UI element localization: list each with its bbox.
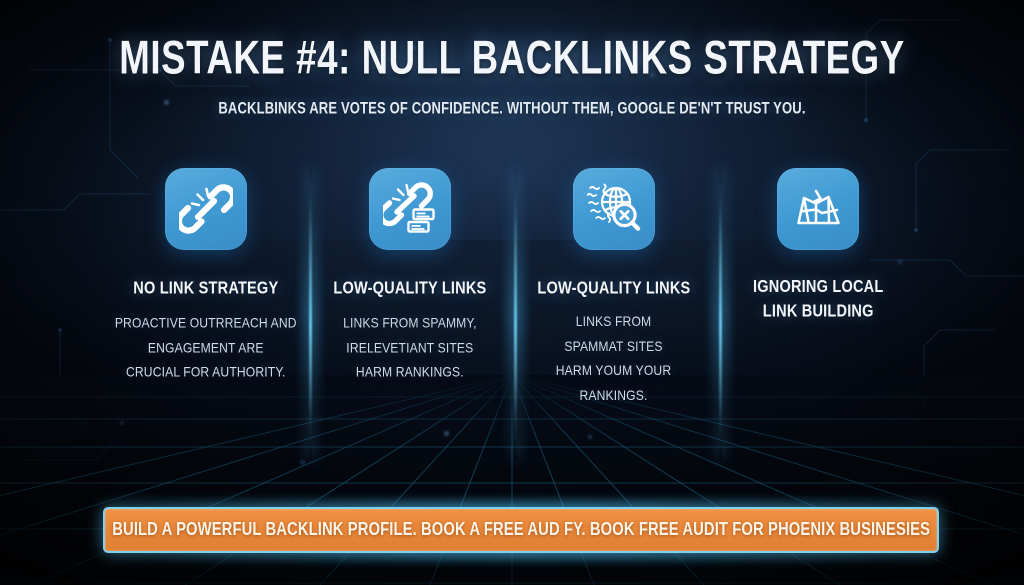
broken-chain-documents-icon (369, 168, 451, 250)
globe-magnifier-x-icon (573, 168, 655, 250)
column-divider-2 (514, 168, 517, 460)
column-body: PROACTIVE OUTRREACH AND ENGAGEMENT ARE C… (115, 315, 297, 381)
column-ignoring-local-link-building: IGNORING LOCAL LINK BUILDING (716, 168, 920, 458)
cta-button[interactable]: BUILD A POWERFUL BACKLINK PROFILE. BOOK … (103, 507, 939, 553)
mistake-columns: NO LINK STRATEGY PROACTIVE OUTRREACH AND… (104, 168, 920, 458)
cta-label: BUILD A POWERFUL BACKLINK PROFILE. BOOK … (112, 519, 930, 540)
column-title: LOW-QUALITY LINKS (333, 278, 487, 299)
page-title: MISTAKE #4: NULL BACKLINKS STRATEGY (119, 32, 905, 85)
column-title: NO LINK STRATEGY (133, 278, 279, 299)
broken-chain-link-icon (165, 168, 247, 250)
column-body: LINKS FROM SPAMMY, IRELEVETIANT SITES HA… (343, 315, 477, 381)
column-no-link-strategy: NO LINK STRATEGY PROACTIVE OUTRREACH AND… (104, 168, 308, 458)
column-divider-3 (719, 168, 722, 460)
cta-banner-wrapper: BUILD A POWERFUL BACKLINK PROFILE. BOOK … (97, 500, 945, 561)
column-divider-1 (309, 168, 312, 460)
folded-map-icon (777, 168, 859, 250)
column-title: IGNORING LOCAL LINK BUILDING (752, 276, 884, 322)
column-body: LINKS FROM SPAMMAT SITES HARM YOUM YOUR … (556, 313, 672, 404)
column-low-quality-links-b: LOW-QUALITY LINKS LINKS FROM SPAMMAT SIT… (512, 168, 716, 458)
column-title: LOW-QUALITY LINKS (537, 278, 691, 299)
column-low-quality-links-a: LOW-QUALITY LINKS LINKS FROM SPAMMY, IRE… (308, 168, 512, 458)
page-subtitle: BACKLBINKS ARE VOTES OF CONFIDENCE. WITH… (218, 99, 806, 117)
